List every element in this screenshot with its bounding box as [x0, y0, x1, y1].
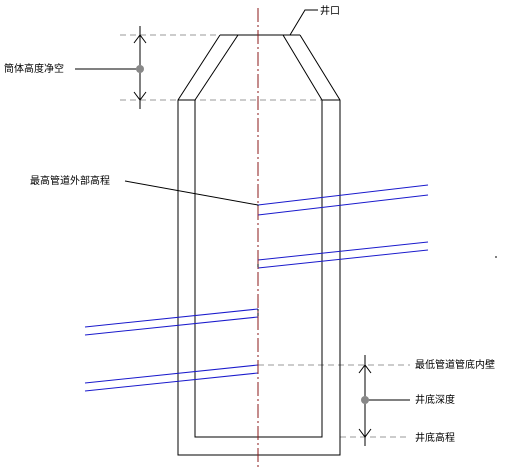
cone-outer-left: [177, 34, 341, 456]
pipe-middle-right: [257, 241, 429, 269]
dimension-dot-icon: [136, 65, 144, 73]
arrow-up-icon: [133, 34, 147, 44]
label-well-bottom-elevation: 井底高程: [415, 431, 455, 444]
label-highest-pipe-outer-elevation: 最高管道外部高程: [30, 174, 110, 187]
label-well-mouth: 井口: [320, 4, 340, 17]
dimension-dot-icon: [361, 396, 369, 404]
label-lowest-pipe-bottom-inner-wall: 最低管道管底内壁: [415, 358, 495, 371]
pipe-upper-right: [257, 184, 429, 216]
pipe-lower-left: [84, 364, 259, 392]
dimension-arrows: [133, 26, 372, 446]
leader-highest-pipe: [124, 180, 259, 206]
label-shaft-height-clear: 筒体高度净空: [4, 62, 64, 75]
leader-lines: [75, 9, 410, 401]
arrow-down-icon: [133, 91, 147, 101]
well-structure: [177, 34, 341, 456]
leader-well-mouth: [289, 9, 318, 36]
dimension-lines: [120, 34, 410, 438]
pipes: [84, 184, 429, 392]
label-well-bottom-depth: 井底深度: [415, 393, 455, 406]
pipe-middle-left: [84, 308, 259, 336]
arrow-down-icon: [358, 428, 372, 438]
arrow-up-icon: [358, 364, 372, 374]
